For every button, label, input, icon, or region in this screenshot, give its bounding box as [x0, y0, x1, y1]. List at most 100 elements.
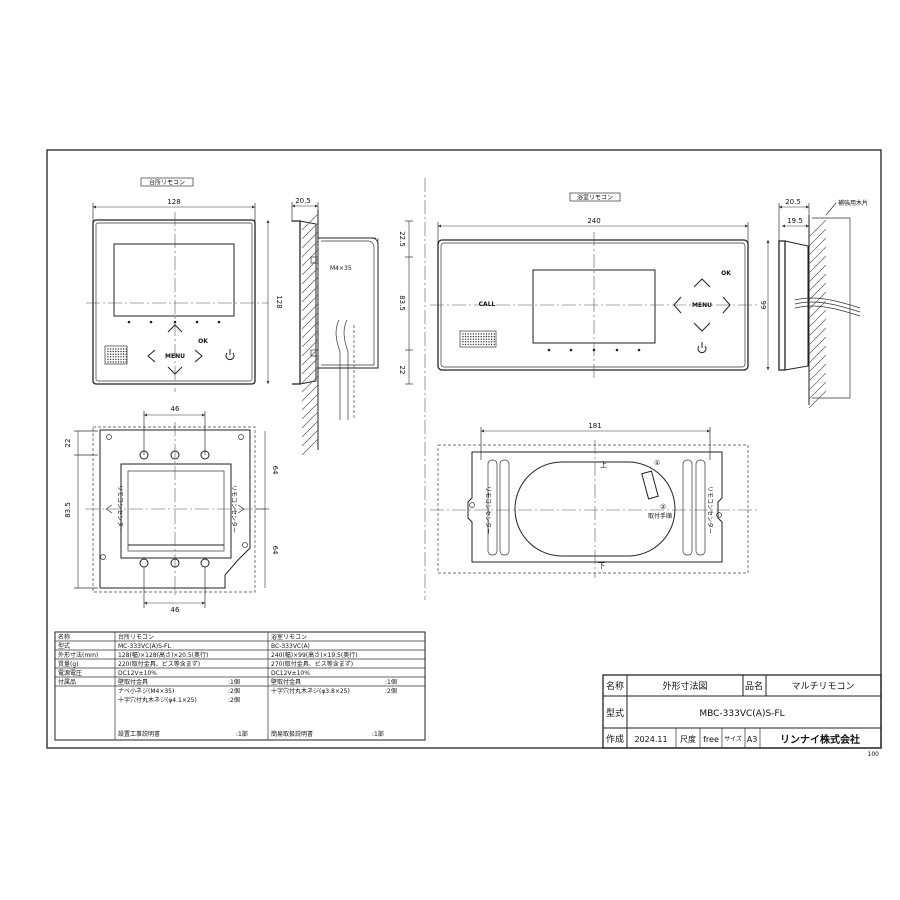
- speaker-hole: [475, 335, 477, 338]
- speaker-hole: [475, 341, 477, 343]
- drawing-corner-number: 100: [868, 751, 880, 758]
- speaker-hole: [485, 338, 488, 340]
- speaker-hole: [462, 338, 464, 340]
- bath-plate-width-dim: 181: [588, 422, 601, 430]
- wall-hatch-line: [301, 375, 319, 393]
- speaker-hole: [467, 335, 469, 338]
- wall-hatch-line: [301, 438, 319, 456]
- wall-hatch-line: [808, 300, 827, 319]
- bath-accessory-name: 十字穴付丸木ネジ(φ3.8×25): [271, 687, 350, 695]
- bath-accessory-qty: :2個: [385, 687, 397, 695]
- speaker-hole: [122, 358, 125, 361]
- wall-hatch-line: [301, 411, 319, 429]
- speaker-hole: [493, 338, 495, 340]
- kitchen-mounting-plate: 46 22 83.5 64 64 リモコンセンター リモコンセンター: [64, 405, 279, 614]
- spec-row-kitchen: DC12V±10%: [118, 670, 157, 677]
- wall-hatch-line: [301, 249, 319, 267]
- title-name-label: 名称: [606, 680, 624, 692]
- speaker-hole: [107, 348, 109, 350]
- spec-row-kitchen: MC-333VC(A)S-FL: [118, 643, 171, 650]
- bath-down-arrow-icon: [693, 322, 711, 332]
- kitchen-remote-side-view: 20.5 M4×35 22.5 83.5 22: [291, 197, 413, 456]
- wall-hatch-line: [301, 330, 319, 348]
- speaker-hole: [462, 341, 464, 343]
- speaker-hole: [488, 341, 490, 343]
- speaker-hole: [480, 341, 482, 343]
- speaker-hole: [115, 358, 117, 361]
- speaker-hole: [470, 343, 472, 346]
- bath-mounting-plate: 181 上 下 リモコンセンター リモコンセンター ① ② 取付手順: [430, 422, 760, 578]
- speaker-hole: [117, 358, 120, 361]
- speaker-hole: [125, 356, 127, 358]
- speaker-hole: [112, 358, 114, 361]
- wall-hatch-line: [301, 267, 319, 285]
- wall-hatch-line: [808, 354, 827, 373]
- title-product-label: 品名: [745, 680, 763, 692]
- speaker-hole: [122, 353, 125, 355]
- kitchen-accessory-name: 十字穴付丸木ネジ(φ4.1×25): [118, 696, 197, 704]
- speaker-hole: [109, 353, 112, 355]
- spec-row-bath: BC-333VC(A): [271, 643, 310, 650]
- spec-row-kitchen: 128(幅)×128(高さ)×20.5(奥行): [118, 651, 208, 659]
- bath-accessory-qty: :1個: [385, 678, 397, 686]
- wall-hatch-line: [301, 357, 319, 375]
- bath-plate-left-text: リモコンセンター: [484, 486, 492, 534]
- title-block: 名称 外形寸法図 品名 マルチリモコン 型式 MBC-333VC(A)S-FL …: [602, 674, 882, 758]
- kitchen-dim-22: 22: [398, 366, 406, 375]
- wall-hatch-line: [808, 372, 827, 391]
- wall-hatch-line: [301, 294, 319, 312]
- speaker-hole: [109, 348, 112, 350]
- wall-hatch-line: [808, 219, 827, 238]
- spec-row-label: 型式: [58, 642, 70, 650]
- wall-hatch-line: [808, 381, 827, 400]
- wall-hatch-line: [808, 309, 827, 328]
- speaker-hole: [117, 361, 120, 363]
- kitchen-accessory-qty: :1部: [236, 730, 248, 738]
- wall-hatch-line: [301, 402, 319, 420]
- title-date-label: 作成: [606, 733, 624, 745]
- speaker-hole: [480, 343, 482, 346]
- speaker-hole: [122, 356, 125, 358]
- speaker-hole: [477, 335, 480, 338]
- bath-height-dim: 99: [759, 301, 767, 310]
- speaker-hole: [120, 353, 122, 355]
- speaker-hole: [125, 350, 127, 353]
- speaker-hole: [490, 335, 493, 338]
- spec-row-bath: 240(幅)×99(高さ)×19.5(奥行): [271, 651, 358, 659]
- kitchen-height-dim: 128: [275, 295, 283, 308]
- speaker-hole: [462, 333, 464, 335]
- speaker-hole: [483, 341, 485, 343]
- speaker-hole: [464, 338, 467, 340]
- kitchen-plate-left-text: リモコンセンター: [116, 485, 124, 533]
- bath-power-icon: [697, 342, 707, 354]
- title-size-label: サイズ: [724, 735, 742, 743]
- kitchen-accessory-name: 壁取付金具: [118, 678, 148, 686]
- speaker-hole: [472, 343, 475, 346]
- speaker-hole: [477, 341, 480, 343]
- speaker-hole: [120, 356, 122, 358]
- kitchen-accessory-name: 設置工事説明書: [118, 730, 160, 738]
- kitchen-plate-dim-64-top: 64: [271, 466, 279, 475]
- wall-hatch-line: [301, 213, 319, 231]
- speaker-hole: [122, 350, 125, 353]
- speaker-hole: [470, 335, 472, 338]
- speaker-hole: [117, 353, 120, 355]
- speaker-hole: [490, 343, 493, 346]
- speaker-hole: [120, 348, 122, 350]
- bath-plate-step1: ②: [660, 503, 666, 511]
- wall-hatch-line: [301, 384, 319, 402]
- title-model-label: 型式: [606, 707, 624, 719]
- bath-plate-bottom-label: 下: [598, 562, 605, 570]
- wall-hatch-line: [301, 321, 319, 339]
- bath-up-arrow-icon: [693, 278, 711, 288]
- speaker-hole: [490, 341, 493, 343]
- title-size-value: A3: [747, 735, 758, 744]
- spec-table: 名称 台所リモコン 浴室リモコン 型式 MC-333VC(A)S-FL BC-3…: [54, 631, 426, 741]
- speaker-hole: [125, 361, 127, 363]
- speaker-hole: [112, 348, 114, 350]
- kitchen-menu-label: MENU: [165, 353, 185, 360]
- speaker-hole: [472, 338, 475, 340]
- wall-hatch-line: [808, 246, 827, 265]
- speaker-hole: [480, 338, 482, 340]
- spec-header-name: 名称: [58, 633, 70, 641]
